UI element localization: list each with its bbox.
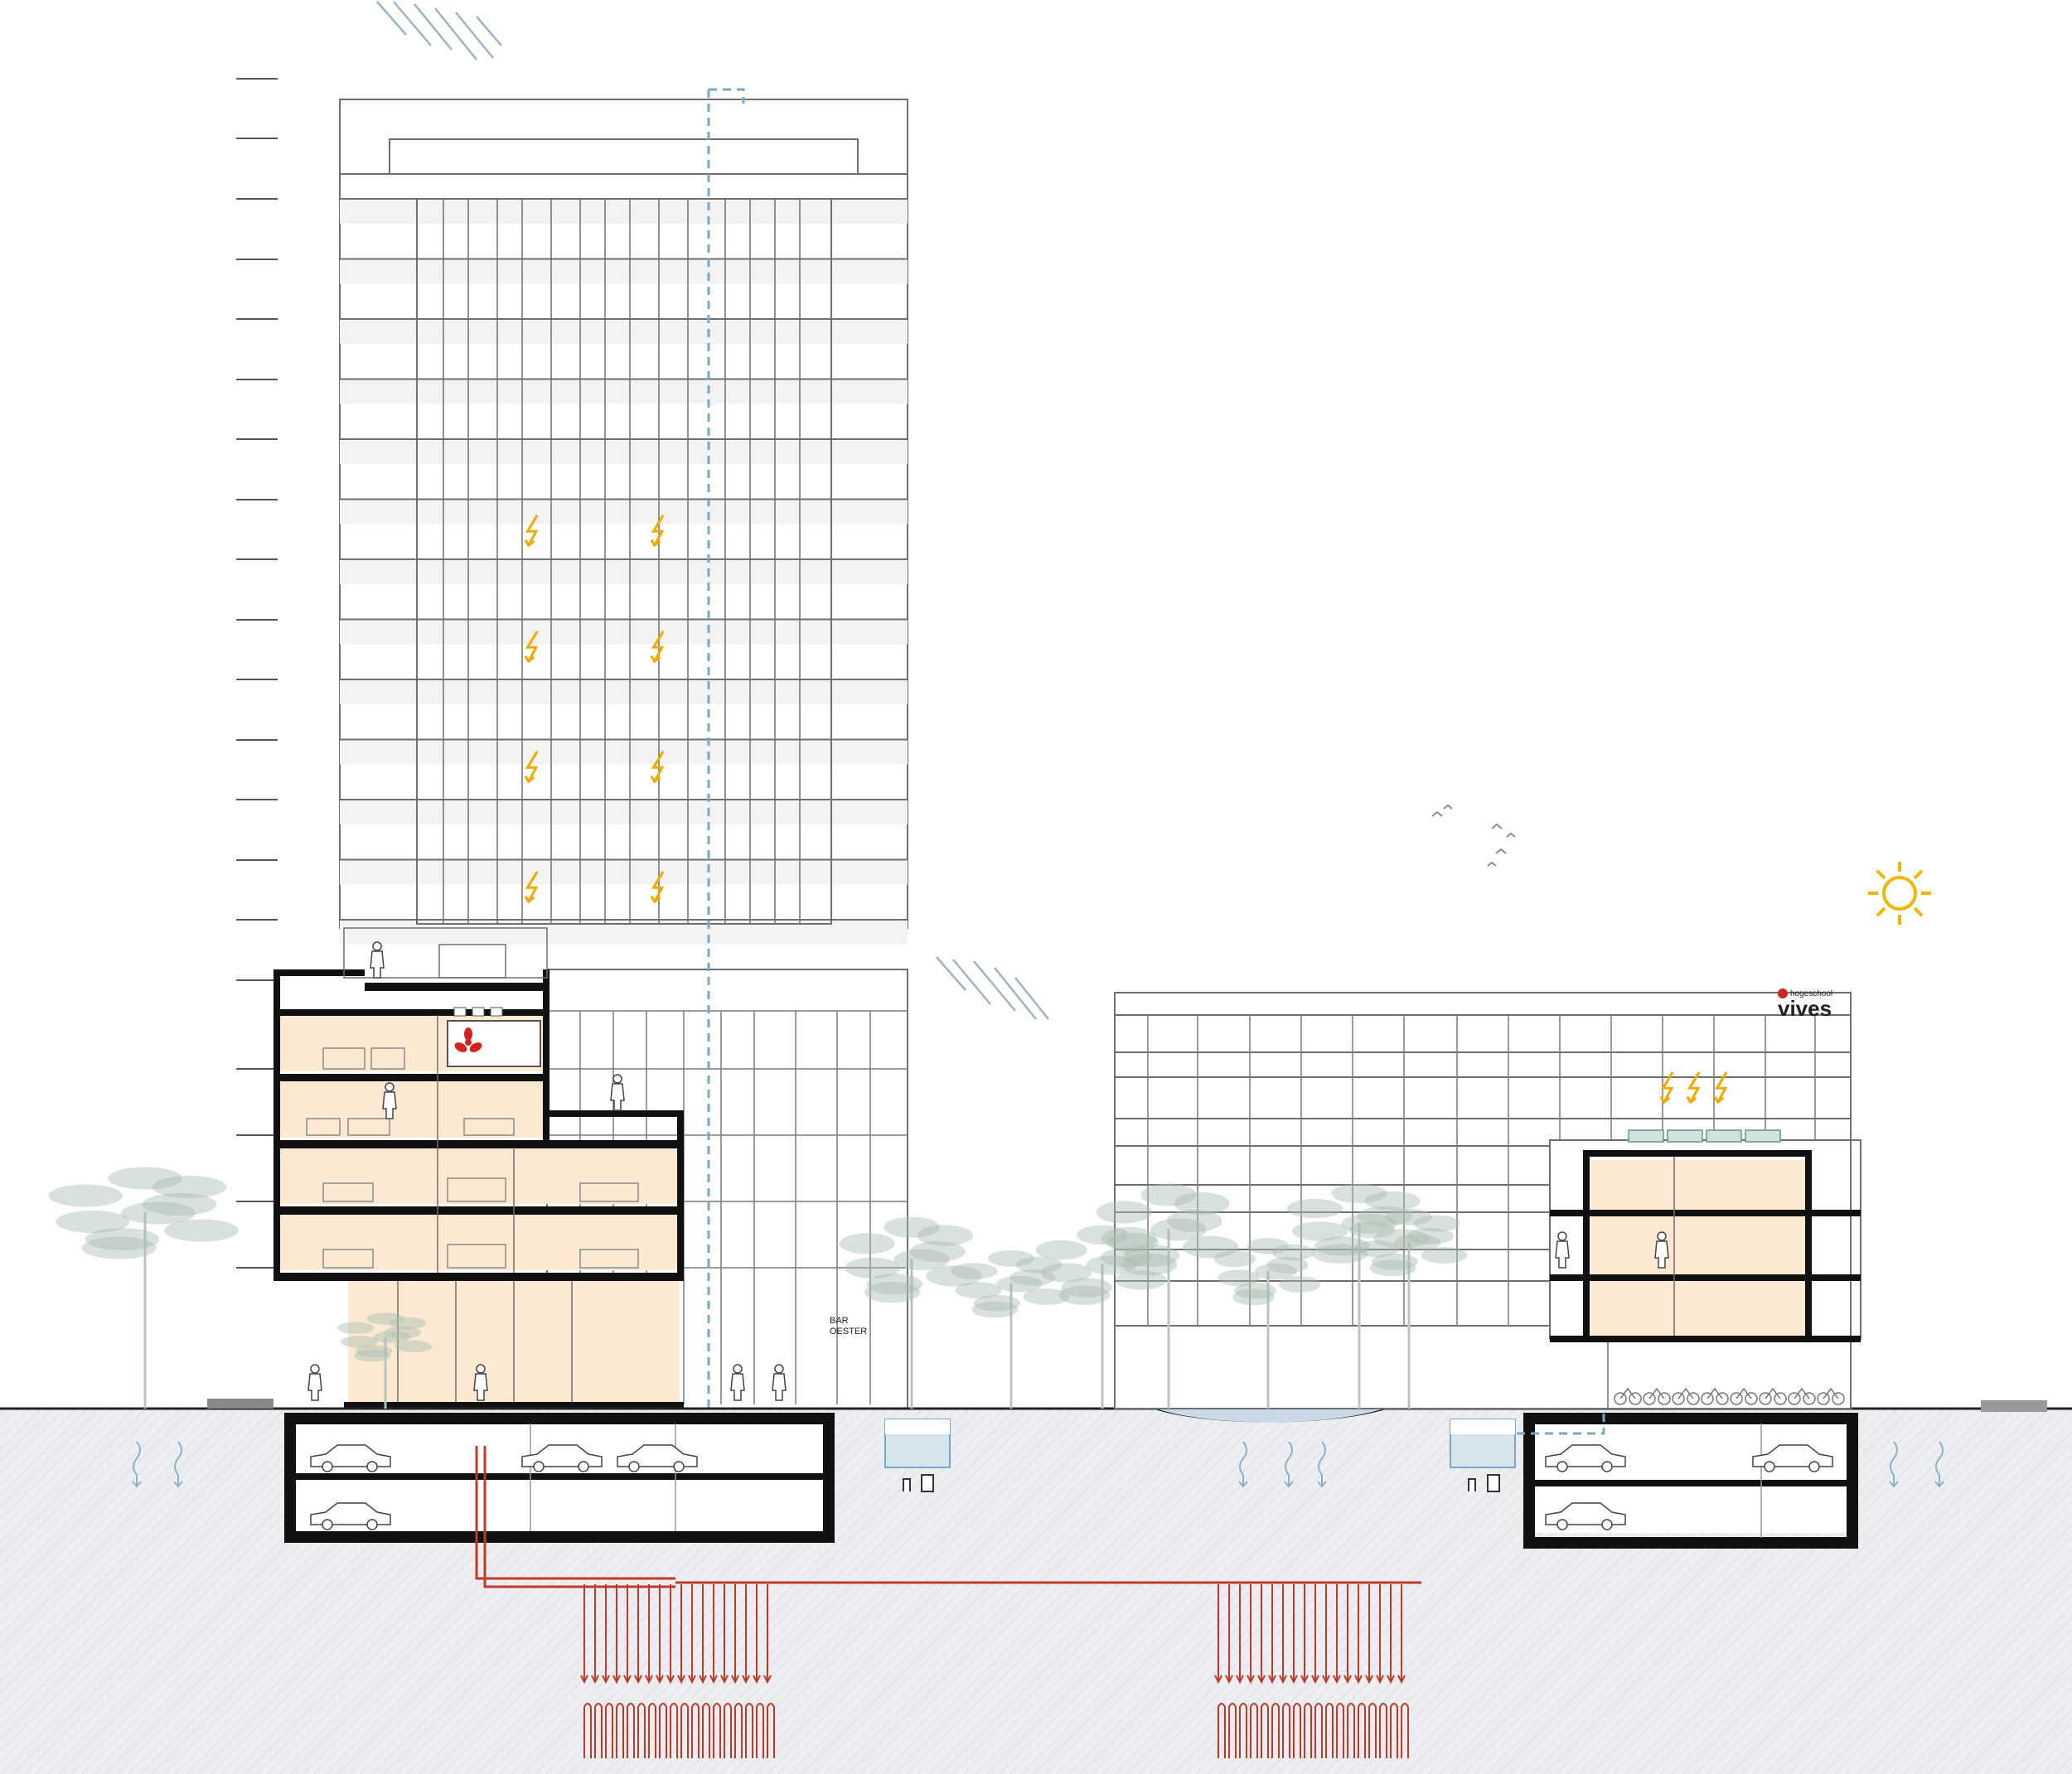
car-icon: [310, 1444, 1833, 1530]
tree-icon: [1348, 1208, 1468, 1409]
tree-icon: [1036, 1225, 1167, 1409]
lightning-bolt-icon: [1686, 1071, 1701, 1105]
person-icon: [370, 941, 385, 979]
toilet-icon: [903, 1474, 1500, 1492]
lightning-bolt-icon: [524, 631, 539, 664]
person-icon: [382, 1082, 397, 1119]
car-icon: [1545, 1502, 1626, 1530]
lightning-bolt-icon: [650, 751, 665, 784]
tree-icon: [1096, 1183, 1239, 1409]
lightning-bolt-icon: [650, 631, 665, 664]
left-building-section: [274, 927, 684, 1409]
car-icon: [617, 1444, 698, 1472]
infiltration-arrows: [132, 1441, 1944, 1488]
person-icon: [1654, 1231, 1669, 1269]
vives-logo: hogeschool vives: [1778, 989, 1832, 1021]
lightning-bolt-icon: [1659, 1071, 1674, 1105]
logo-text: vives: [1778, 996, 1832, 1021]
underground-parking-right: [1523, 1413, 1858, 1549]
tree-icon: [48, 1167, 239, 1409]
person-icon: [307, 1364, 322, 1401]
person-icon: [610, 1074, 625, 1111]
lightning-bolt-icon: [1659, 1071, 1728, 1105]
tree-icon: [336, 1312, 433, 1409]
level-ticks: [236, 78, 278, 1269]
tree-icon: [839, 1216, 982, 1409]
car-icon: [310, 1444, 391, 1472]
person-icon: [473, 1364, 488, 1401]
car-icon: [521, 1444, 603, 1472]
person-icon: [772, 1364, 787, 1401]
car-icon: [1545, 1444, 1626, 1472]
person-icon: [307, 941, 1669, 1401]
tree-icon: [951, 1250, 1070, 1409]
person-icon: [1555, 1231, 1570, 1269]
rain-icon: [936, 956, 1049, 1020]
tower: [339, 99, 908, 1409]
tree-icon: [1286, 1183, 1430, 1409]
lightning-bolt-icon: [524, 751, 539, 784]
lightning-bolt-icon: [524, 515, 539, 548]
bar-label: BAR: [830, 1316, 849, 1326]
lightning-bolt-icon: [650, 515, 665, 548]
right-building-section: [1549, 1129, 1861, 1409]
rain-icon: [376, 1, 502, 60]
lightning-bolt-icon: [524, 515, 665, 904]
ventilation-fan-icon: [454, 1027, 482, 1052]
car-icon: [310, 1502, 391, 1530]
tree-icon: [1213, 1237, 1321, 1409]
person-icon: [730, 1364, 745, 1401]
lightning-bolt-icon: [650, 871, 665, 904]
logo-small-text: hogeschool: [1790, 989, 1832, 998]
underground-parking-left: [284, 1413, 835, 1543]
geothermal-loop-icon: [475, 1446, 1421, 1588]
bar-name-label: OESTER: [830, 1327, 867, 1337]
car-icon: [1752, 1444, 1833, 1472]
lightning-bolt-icon: [524, 871, 539, 904]
water-tank-icon: [884, 1419, 1516, 1468]
lightning-bolt-icon: [1713, 1071, 1728, 1105]
solar-panel-icon: [1628, 1129, 1781, 1143]
sun-icon: [1868, 862, 1931, 925]
tree-icon: [48, 1167, 1468, 1409]
bird-icon: [1431, 804, 1516, 867]
